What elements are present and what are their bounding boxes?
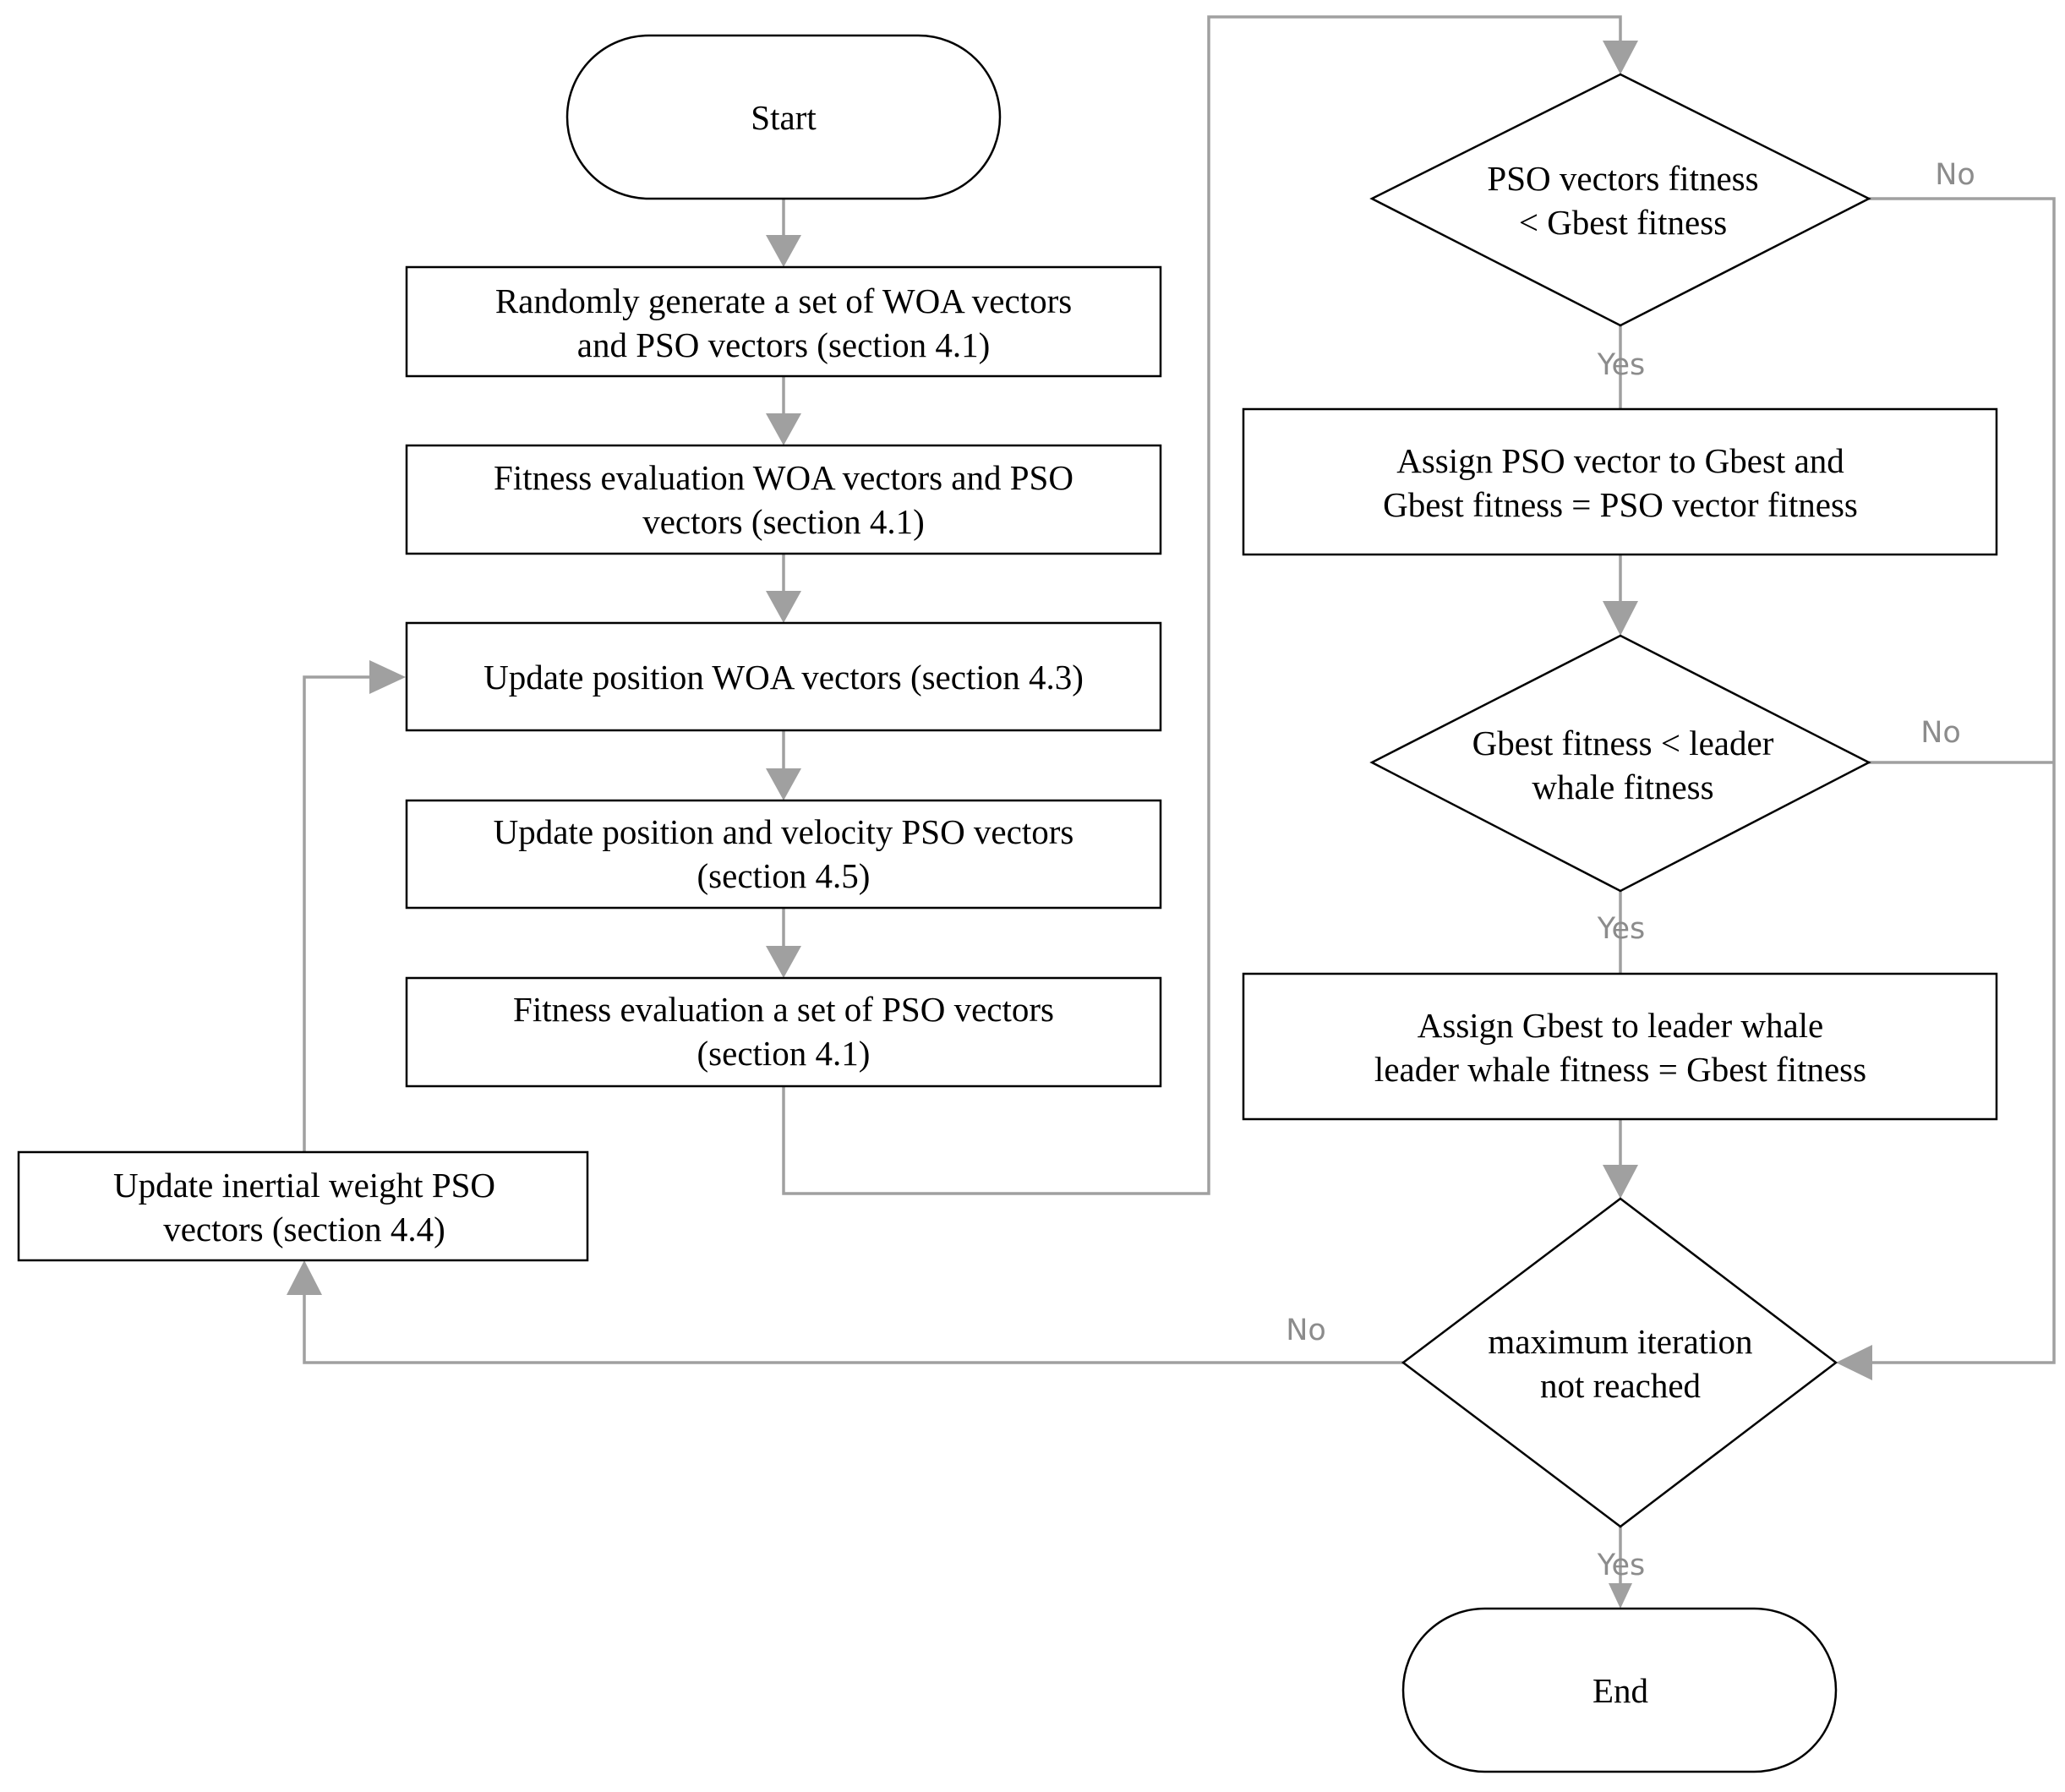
arrowhead [1603, 1165, 1638, 1199]
inertial-weight-line-1: Update inertial weight PSO [113, 1166, 495, 1205]
iteration-decision: maximum iteration not reached [1401, 1197, 1838, 1528]
gbest-decision-line-1: Gbest fitness < leader [1472, 724, 1774, 762]
arrowhead [766, 946, 801, 978]
fitness-evaluation-line-1: Fitness evaluation WOA vectors and PSO [494, 458, 1073, 497]
no-label-pso-decision: No [1935, 158, 1975, 192]
fitness-pso-process: Fitness evaluation a set of PSO vectors … [405, 976, 1162, 1088]
fitness-evaluation-line-2: vectors (section 4.1) [642, 502, 925, 541]
connector-decision-iter-no [303, 1289, 1403, 1364]
pso-decision-line-1: PSO vectors fitness [1487, 159, 1758, 198]
inertial-weight-process: Update inertial weight PSO vectors (sect… [17, 1150, 589, 1262]
arrowhead [766, 591, 801, 623]
arrowhead [1603, 601, 1638, 636]
arrowhead [766, 413, 801, 445]
yes-label-iteration-decision: Yes [1597, 1549, 1646, 1582]
no-label-gbest-decision: No [1920, 716, 1961, 750]
iteration-decision-line-2: not reached [1540, 1366, 1701, 1405]
pso-fitness-decision: PSO vectors fitness < Gbest fitness [1369, 73, 1871, 327]
generate-vectors-process: Randomly generate a set of WOA vectors a… [405, 265, 1162, 378]
edge-labels: No Yes No Yes No Yes [1286, 158, 1975, 1582]
connector-inertial-to-update-woa [303, 675, 376, 1152]
connector-fitness-pso-to-decision-pso [782, 15, 1622, 1195]
fitness-pso-line-1: Fitness evaluation a set of PSO vectors [513, 990, 1054, 1029]
arrowhead [766, 768, 801, 800]
arrowhead [766, 235, 801, 267]
update-woa-label: Update position WOA vectors (section 4.3… [483, 658, 1084, 697]
yes-label-pso-decision: Yes [1597, 348, 1646, 382]
end-label: End [1592, 1671, 1648, 1710]
connector-decision-pso-no [1866, 197, 2056, 1364]
pso-decision-line-2: < Gbest fitness [1519, 203, 1727, 242]
assign-gbest-process: Assign PSO vector to Gbest and Gbest fit… [1242, 407, 1998, 556]
fitness-pso-line-2: (section 4.1) [697, 1034, 871, 1073]
arrowhead [1603, 41, 1638, 74]
update-pso-line-2: (section 4.5) [697, 856, 871, 895]
arrowhead [287, 1260, 322, 1295]
generate-vectors-line-1: Randomly generate a set of WOA vectors [495, 281, 1072, 320]
start-terminal: Start [565, 34, 1002, 200]
assign-gbest-line-1: Assign PSO vector to Gbest and [1396, 441, 1844, 480]
update-pso-process: Update position and velocity PSO vectors… [405, 799, 1162, 910]
update-pso-line-1: Update position and velocity PSO vectors [494, 812, 1074, 851]
end-terminal: End [1401, 1607, 1838, 1773]
connectors [287, 15, 2056, 1609]
generate-vectors-line-2: and PSO vectors (section 4.1) [577, 325, 991, 364]
gbest-fitness-decision: Gbest fitness < leader whale fitness [1369, 634, 1871, 893]
iteration-decision-line-1: maximum iteration [1488, 1322, 1752, 1361]
arrowhead [1609, 1583, 1632, 1609]
assign-leader-line-2: leader whale fitness = Gbest fitness [1374, 1050, 1866, 1089]
arrowhead [1836, 1345, 1872, 1380]
fitness-evaluation-process: Fitness evaluation WOA vectors and PSO v… [405, 444, 1162, 555]
assign-leader-process: Assign Gbest to leader whale leader whal… [1242, 972, 1998, 1121]
inertial-weight-line-2: vectors (section 4.4) [163, 1210, 445, 1248]
yes-label-gbest-decision: Yes [1597, 912, 1646, 946]
start-label: Start [751, 98, 817, 137]
assign-gbest-line-2: Gbest fitness = PSO vector fitness [1383, 485, 1858, 524]
gbest-decision-line-2: whale fitness [1532, 768, 1713, 806]
arrowhead [369, 660, 406, 694]
update-woa-process: Update position WOA vectors (section 4.3… [405, 621, 1162, 732]
assign-leader-line-1: Assign Gbest to leader whale [1418, 1006, 1824, 1045]
no-label-iteration-decision: No [1286, 1314, 1326, 1347]
